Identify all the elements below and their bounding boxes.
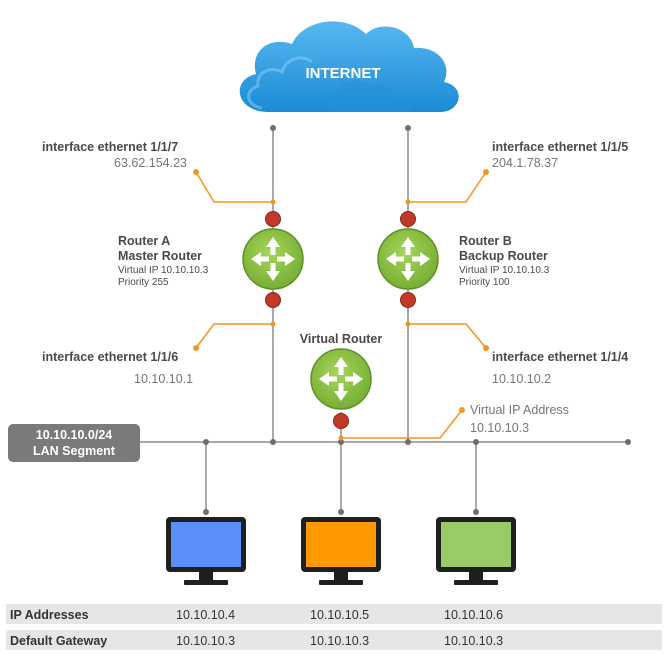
router-b-priority: Priority 100 (459, 277, 510, 288)
router-a-top-interface-icon (265, 211, 281, 227)
host-3-screen (441, 522, 511, 567)
leader-dots (193, 169, 489, 441)
router-a-priority: Priority 255 (118, 277, 169, 288)
leader-lines (195, 171, 487, 439)
host-1-ip: 10.10.10.4 (176, 608, 235, 622)
default-gateway-row: Default Gateway 10.10.10.3 10.10.10.3 10… (6, 630, 662, 650)
lan-label: LAN Segment (33, 444, 116, 458)
virtual-ip-label: Virtual IP Address (470, 403, 569, 417)
router-a-vip: Virtual IP 10.10.10.3 (118, 265, 209, 276)
host-2-screen (306, 522, 376, 567)
lan-segment-badge: 10.10.10.0/24 LAN Segment (8, 424, 140, 462)
wiring (140, 128, 628, 512)
router-a-bottom-interface-icon (265, 292, 281, 308)
router-a-name: Router A (118, 234, 170, 248)
host-1-screen (171, 522, 241, 567)
router-b-icon (377, 228, 439, 290)
lan-subnet: 10.10.10.0/24 (36, 428, 113, 442)
router-b-bottom-interface-icon (400, 292, 416, 308)
ip-address-header: IP Addresses (10, 608, 89, 622)
router-b-bottom-ip: 10.10.10.2 (492, 372, 551, 386)
host-3-ip: 10.10.10.6 (444, 608, 503, 622)
router-b-top-ip: 204.1.78.37 (492, 156, 558, 170)
host-1-monitor-icon (166, 517, 246, 585)
interface-markers (265, 211, 416, 429)
router-a-top-ip: 63.62.154.23 (114, 156, 187, 170)
router-b-role: Backup Router (459, 249, 548, 263)
internet-cloud-icon (239, 21, 459, 113)
virtual-ip-value: 10.10.10.3 (470, 421, 529, 435)
host-1-gateway: 10.10.10.3 (176, 634, 235, 648)
router-b-top-interface-icon (400, 211, 416, 227)
router-a-top-interface-label: interface ethernet 1/1/7 (42, 140, 178, 154)
router-b-vip: Virtual IP 10.10.10.3 (459, 265, 550, 276)
default-gateway-header: Default Gateway (10, 634, 107, 648)
router-b-name: Router B (459, 234, 512, 248)
virtual-router-interface-icon (333, 413, 349, 429)
virtual-router-title: Virtual Router (300, 332, 383, 346)
host-2-gateway: 10.10.10.3 (310, 634, 369, 648)
router-a-icon (242, 228, 304, 290)
router-a-bottom-ip: 10.10.10.1 (134, 372, 193, 386)
router-a-role: Master Router (118, 249, 202, 263)
internet-label: INTERNET (306, 65, 381, 82)
virtual-router-icon (310, 348, 372, 410)
ip-address-row: IP Addresses 10.10.10.4 10.10.10.5 10.10… (6, 604, 662, 624)
host-3-gateway: 10.10.10.3 (444, 634, 503, 648)
host-2-ip: 10.10.10.5 (310, 608, 369, 622)
wire-junctions (203, 125, 631, 515)
host-3-monitor-icon (436, 517, 516, 585)
router-a-bottom-interface-label: interface ethernet 1/1/6 (42, 350, 178, 364)
router-b-bottom-interface-label: interface ethernet 1/1/4 (492, 350, 628, 364)
router-b-top-interface-label: interface ethernet 1/1/5 (492, 140, 628, 154)
host-2-monitor-icon (301, 517, 381, 585)
